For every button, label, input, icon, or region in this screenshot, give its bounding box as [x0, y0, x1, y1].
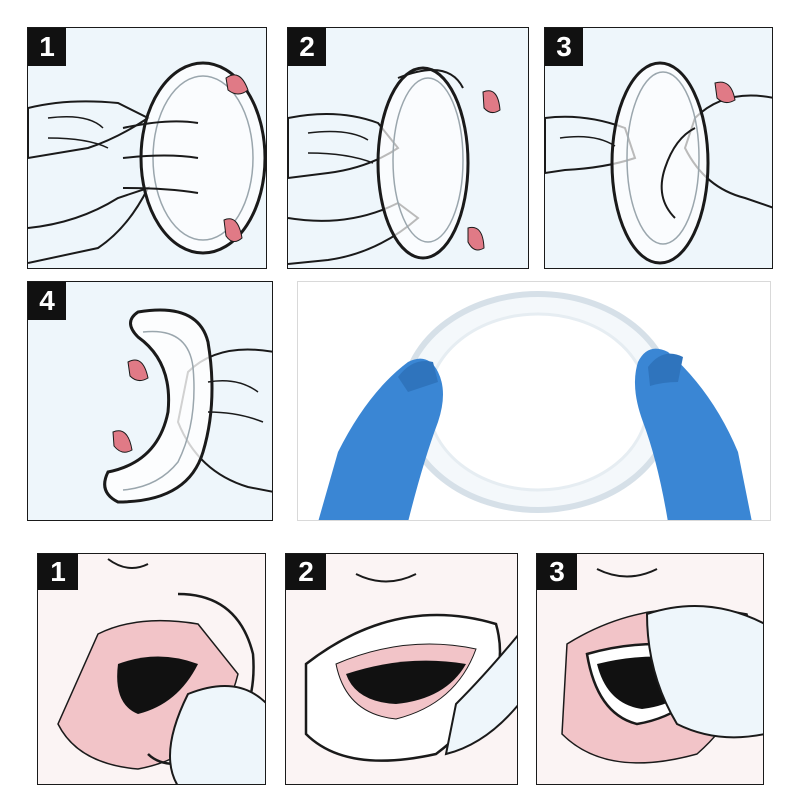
step-number-badge: 3	[545, 28, 583, 66]
insertion-step-2-illustration	[304, 573, 517, 762]
step-2-panel: 2	[287, 27, 529, 269]
insertion-step-3-panel: 3	[536, 553, 764, 785]
step-1-illustration	[28, 61, 266, 264]
step-number-badge: 2	[288, 28, 326, 66]
gloved-hands-holding-retractor-photo	[318, 291, 752, 520]
step-2-illustration	[288, 66, 501, 265]
insertion-step-2-panel: 2	[285, 553, 518, 785]
step-1-panel: 1	[27, 27, 267, 269]
step-number-badge: 1	[28, 28, 66, 66]
step-number-badge: 3	[537, 554, 577, 590]
step-4-panel: 4	[27, 281, 273, 521]
step-3-panel: 3	[544, 27, 773, 269]
step-4-illustration	[103, 308, 272, 504]
product-photo-panel	[297, 281, 771, 521]
step-3-illustration	[545, 61, 772, 265]
insertion-step-1-illustration	[57, 558, 265, 784]
step-number-badge: 1	[38, 554, 78, 590]
step-number-badge: 2	[286, 554, 326, 590]
step-number-badge: 4	[28, 282, 66, 320]
insertion-step-3-illustration	[561, 568, 763, 764]
insertion-step-1-panel: 1	[37, 553, 266, 785]
